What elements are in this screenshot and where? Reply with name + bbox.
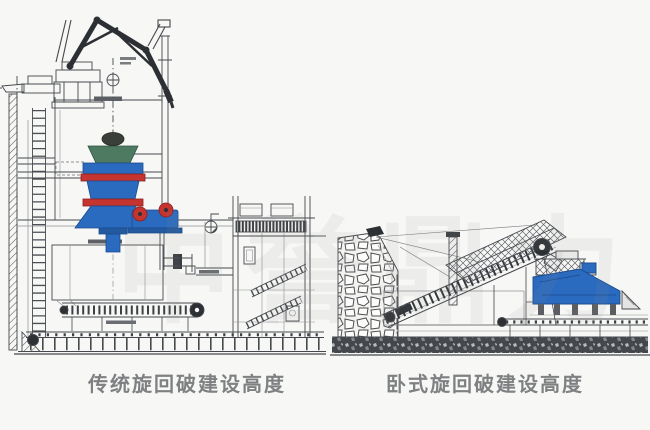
traditional-diagram-svg bbox=[0, 16, 326, 355]
retaining-wall-hatch bbox=[8, 93, 18, 351]
tail-drum bbox=[384, 311, 396, 323]
roof-grating bbox=[235, 220, 307, 233]
top-platform bbox=[0, 75, 61, 94]
dimension-line bbox=[54, 96, 163, 103]
wall-cap bbox=[366, 226, 384, 237]
right-linework bbox=[330, 219, 650, 356]
discharge-conveyor bbox=[18, 330, 326, 353]
elevation-marker-floor bbox=[204, 213, 219, 234]
door bbox=[243, 246, 256, 265]
crusher-shell bbox=[86, 180, 140, 200]
horizontal-crusher-station bbox=[532, 250, 642, 315]
left-linework bbox=[0, 19, 326, 355]
crusher-top-flange bbox=[82, 162, 144, 175]
crusher-legs bbox=[538, 304, 616, 315]
breaker-pedestal bbox=[51, 61, 105, 109]
support-masts bbox=[55, 19, 171, 63]
figure-traditional bbox=[0, 0, 332, 370]
building-shell bbox=[18, 35, 172, 232]
crusher-shaft bbox=[105, 233, 121, 253]
figure-horizontal bbox=[330, 207, 650, 365]
elevation-marker-top bbox=[106, 57, 136, 156]
stairs bbox=[245, 263, 308, 330]
takeaway-conveyor bbox=[497, 317, 648, 340]
walkway bbox=[196, 222, 233, 276]
crusher-spider bbox=[87, 145, 139, 164]
rubble-retaining-wall bbox=[337, 232, 399, 348]
crusher-cap bbox=[101, 132, 125, 146]
crusher-red-band-1 bbox=[80, 173, 146, 182]
horizontal-diagram-svg bbox=[330, 219, 650, 356]
feeder-truss-guard bbox=[445, 219, 567, 284]
ground-strip bbox=[330, 336, 650, 356]
floor-support-column bbox=[159, 232, 182, 270]
equipment-box bbox=[285, 305, 300, 322]
gyratory-crusher bbox=[74, 132, 152, 253]
access-ladder bbox=[27, 108, 46, 338]
crusher-stair bbox=[621, 289, 642, 310]
inclined-apron-feeder bbox=[381, 219, 567, 328]
apron-feeder bbox=[59, 302, 205, 331]
caption-horizontal: 卧式旋回破建设高度 bbox=[386, 374, 584, 396]
rock-breaker-boom bbox=[66, 16, 175, 109]
caption-traditional: 传统旋回破建设高度 bbox=[88, 374, 286, 396]
crusher-motor bbox=[127, 202, 183, 234]
building-structure bbox=[228, 196, 326, 338]
crusher-red-band-2 bbox=[82, 198, 144, 207]
